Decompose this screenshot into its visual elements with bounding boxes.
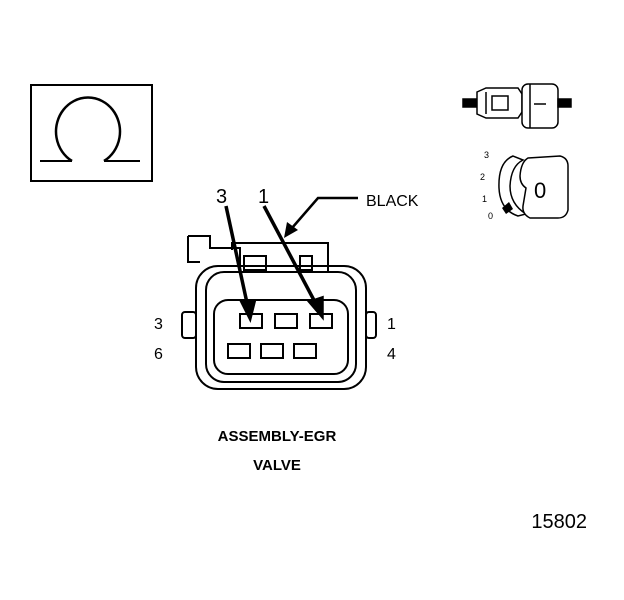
component-title-line2: VALVE (253, 457, 301, 474)
connector-side-view-icon (462, 83, 572, 129)
callout-arrows (224, 205, 324, 324)
figure-number: 15802 (531, 511, 587, 533)
dial-scale-1: 1 (482, 194, 487, 204)
callout-pin-3: 3 (216, 186, 227, 208)
cavity-label-4: 4 (387, 346, 396, 363)
ohm-symbol-icon (30, 84, 153, 182)
callout-pin-1: 1 (258, 186, 269, 208)
cavity-label-1: 1 (387, 316, 396, 333)
black-leader (284, 196, 358, 238)
dial-scale-2: 2 (480, 172, 485, 182)
cavity-label-3: 3 (154, 316, 163, 333)
dial-scale-0: 0 (488, 211, 493, 221)
dial-letter: 0 (534, 178, 546, 203)
view-indicator-dial-icon: 3 2 1 0 0 (480, 150, 569, 221)
cavity-label-6: 6 (154, 346, 163, 363)
dial-scale-3: 3 (484, 150, 489, 160)
component-title-line1: ASSEMBLY-EGR (218, 428, 337, 445)
color-label: BLACK (366, 193, 419, 210)
connector-body (181, 235, 377, 390)
